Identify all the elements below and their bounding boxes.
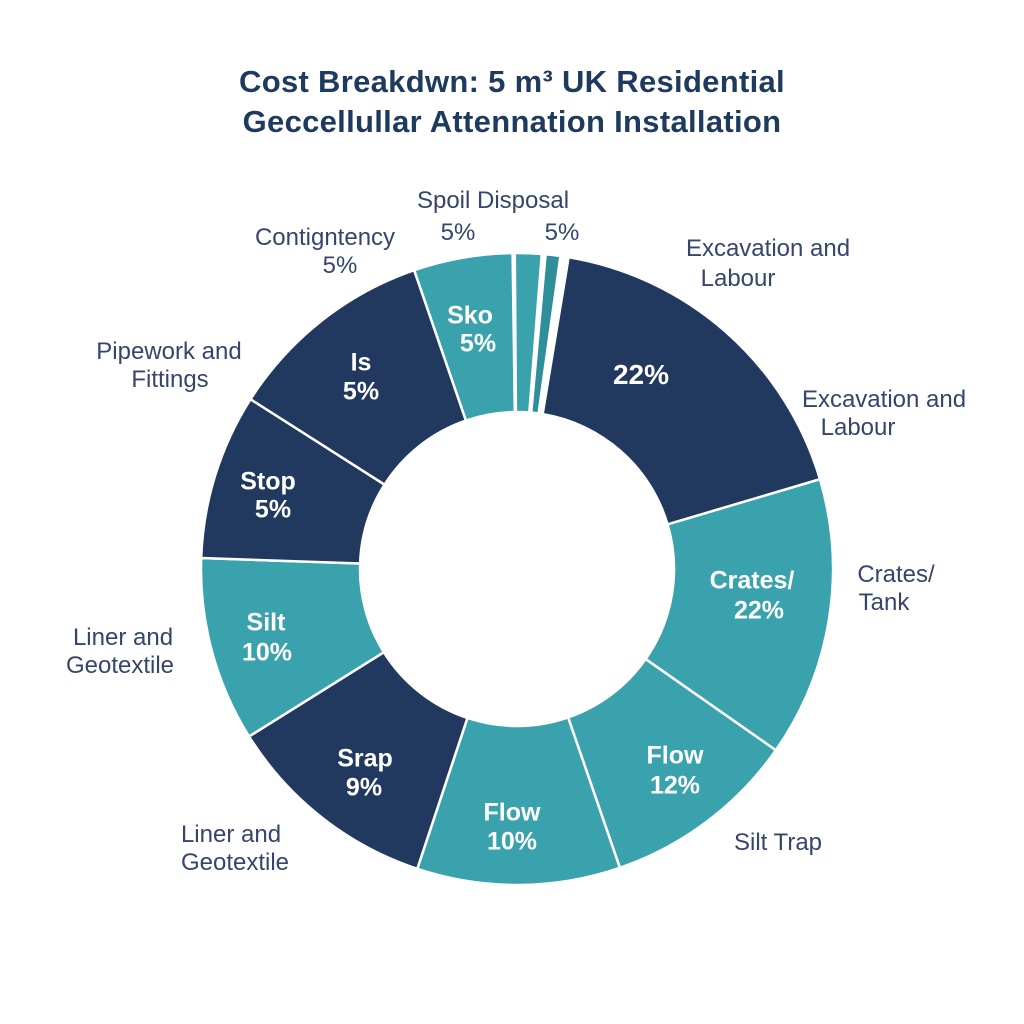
pie-slice-spoil-sliver: [529, 253, 562, 415]
pie-slice-is-pipework-fittings: [249, 268, 468, 486]
pie-slice-excavation-labour: [541, 255, 822, 526]
chart-title: Cost Breakdwn: 5 m³ UK Residential Gecce…: [0, 62, 1024, 142]
pie-slice-sko: [412, 251, 517, 422]
pie-slice-spoil-disposal: [513, 251, 544, 414]
pie-slice-crates-tank: [644, 478, 835, 752]
chart-title-line1: Cost Breakdwn: 5 m³ UK Residential: [239, 64, 785, 99]
chart-title-line2: Geccellullar Attennation Installation: [242, 104, 782, 139]
